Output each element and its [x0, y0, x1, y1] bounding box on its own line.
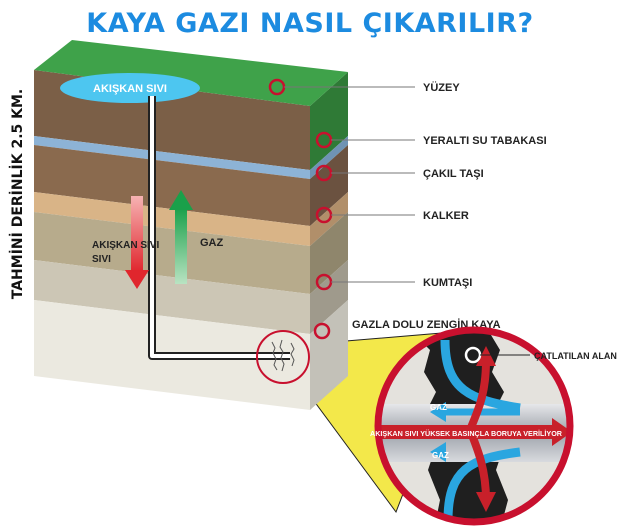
- down-arrow-icon: [125, 196, 149, 289]
- block-side: [310, 72, 348, 410]
- fracture-icon: [271, 339, 295, 372]
- up-flow-label: GAZ: [200, 237, 224, 249]
- detail-gas-label-1: GAZ: [430, 403, 447, 412]
- up-arrow-icon: [169, 190, 193, 284]
- layer-label-groundwater: YERALTI SU TABAKASI: [423, 135, 547, 147]
- detail-pipe-label: AKIŞKAN SIVI YÜKSEK BASINÇLA BORUYA VERİ…: [370, 429, 563, 438]
- layer-label-gravel: ÇAKIL TAŞI: [423, 168, 484, 180]
- surface-pond: [60, 73, 200, 103]
- layer-label-sandstone: KUMTAŞI: [423, 277, 472, 289]
- detail-gas-label-2: GAZ: [432, 451, 449, 460]
- down-flow-label-2: SIVI: [92, 254, 111, 265]
- surface-pond-label: AKIŞKAN SIVI: [93, 83, 167, 95]
- layer-label-limestone: KALKER: [423, 210, 469, 222]
- fracture-zone-circle: [256, 330, 310, 384]
- layer-label-surface: YÜZEY: [423, 81, 460, 94]
- fracture-area-label: ÇATLATILAN ALAN: [534, 351, 617, 361]
- detail-magnifier: GAZ GAZ AKIŞKAN SIVI YÜKSEK BASINÇLA BOR…: [370, 326, 574, 526]
- page-title: KAYA GAZI NASIL ÇIKARILIR?: [86, 8, 534, 39]
- down-flow-label: AKIŞKAN SIVI: [92, 240, 159, 251]
